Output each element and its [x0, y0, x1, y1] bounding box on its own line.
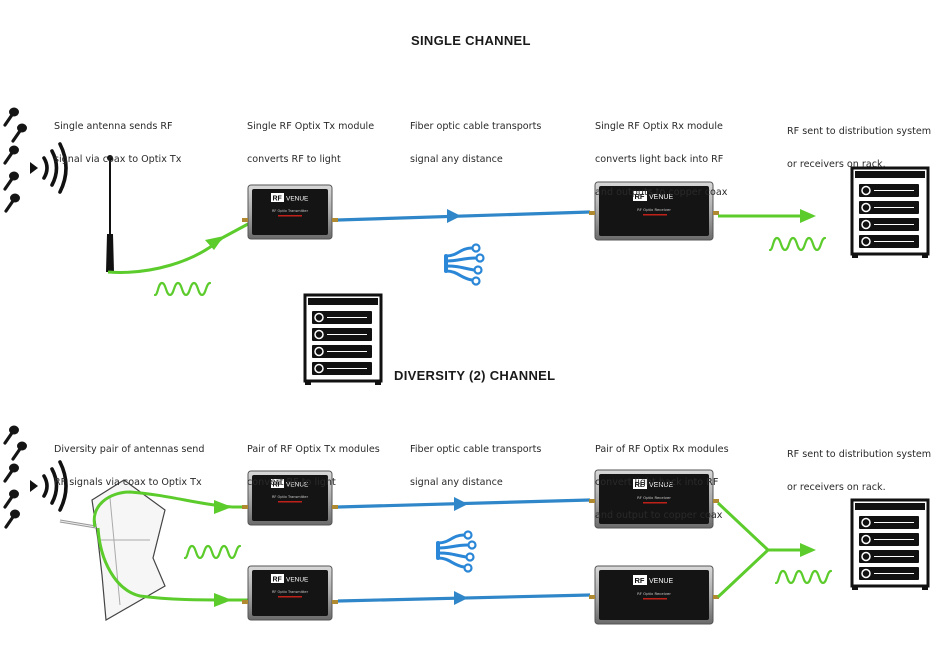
- fiber-cable: [337, 210, 591, 222]
- svg-text:RF Optix Transmitter: RF Optix Transmitter: [272, 590, 309, 594]
- optix-rx-module: RF VENUE RF Optix Receiver: [589, 565, 719, 625]
- caption-diversity-antenna: Diversity pair of antennas send RF signa…: [54, 444, 205, 488]
- svg-text:RF: RF: [635, 192, 645, 201]
- caption-diversity-tx: Pair of RF Optix Tx modules convert RF t…: [247, 444, 380, 488]
- optix-tx-module: RF VENUE RF Optix Transmitter: [242, 565, 338, 621]
- svg-text:VENUE: VENUE: [286, 482, 309, 489]
- brand-venue-label: VENUE: [286, 196, 309, 203]
- svg-text:RF Optix Transmitter: RF Optix Transmitter: [272, 495, 309, 499]
- paddle-antenna-icon: [59, 479, 166, 621]
- svg-text:RF Optix Receiver: RF Optix Receiver: [637, 495, 671, 500]
- optix-rx-module: RF VENUE RF Optix Receiver: [589, 469, 719, 529]
- optix-tx-module: RF VENUE RF Optix Transmitter: [242, 470, 338, 526]
- rf-wave-icon: [153, 281, 212, 297]
- optix-tx-module: RF VENUE RF Optix Transmitter: [242, 184, 338, 240]
- caption-single-rx: Single RF Optix Rx module converts light…: [595, 121, 728, 198]
- svg-text:VENUE: VENUE: [649, 482, 673, 489]
- svg-text:VENUE: VENUE: [649, 578, 673, 585]
- caption-diversity-rx: Pair of RF Optix Rx modules convert ligh…: [595, 444, 729, 521]
- caption-diversity-fiber: Fiber optic cable transports signal any …: [410, 444, 542, 488]
- caption-single-tx: Single RF Optix Tx module converts RF to…: [247, 121, 375, 165]
- microphone-icon: [3, 105, 29, 213]
- whip-antenna-icon: [106, 155, 114, 272]
- brand-rf-label: RF: [273, 196, 283, 203]
- signal-arrow: [205, 236, 224, 250]
- coax-cable: [107, 236, 223, 274]
- single-channel-section: RF VENUE RF Optix Transmitter RF VENUE R…: [3, 105, 930, 297]
- diversity-channel-title: DIVERSITY (2) CHANNEL: [394, 368, 556, 383]
- svg-text:RF: RF: [635, 576, 645, 585]
- receiver-rack-icon: [303, 293, 383, 387]
- svg-text:VENUE: VENUE: [649, 194, 673, 201]
- caption-single-fiber: Fiber optic cable transports signal any …: [410, 121, 542, 165]
- microphone-icon: [3, 423, 29, 529]
- diversity-channel-section: RF VENUE RF Optix Transmitter RF VENUE R…: [3, 423, 930, 625]
- caption-single-rack: RF sent to distribution system or receiv…: [787, 126, 932, 170]
- rx-name-label: RF Optix Receiver: [637, 207, 671, 212]
- svg-text:RF Optix Receiver: RF Optix Receiver: [637, 591, 671, 596]
- tx-name-label: RF Optix Transmitter: [272, 209, 309, 213]
- caption-diversity-rack: RF sent to distribution system or receiv…: [787, 449, 932, 493]
- receiver-rack-icon: [850, 166, 930, 260]
- fiber-optic-icon: [436, 529, 478, 574]
- svg-text:RF: RF: [273, 577, 283, 584]
- caption-single-antenna: Single antenna sends RF signal via coax …: [54, 121, 182, 165]
- optix-rx-module: RF VENUE RF Optix Receiver: [589, 181, 719, 241]
- svg-text:RF: RF: [635, 480, 645, 489]
- receiver-rack-icon: [850, 498, 930, 592]
- svg-text:RF: RF: [273, 482, 283, 489]
- single-channel-title: SINGLE CHANNEL: [411, 33, 531, 48]
- svg-text:VENUE: VENUE: [286, 577, 309, 584]
- rf-wave-icon: [183, 544, 242, 560]
- fiber-optic-icon: [444, 242, 486, 287]
